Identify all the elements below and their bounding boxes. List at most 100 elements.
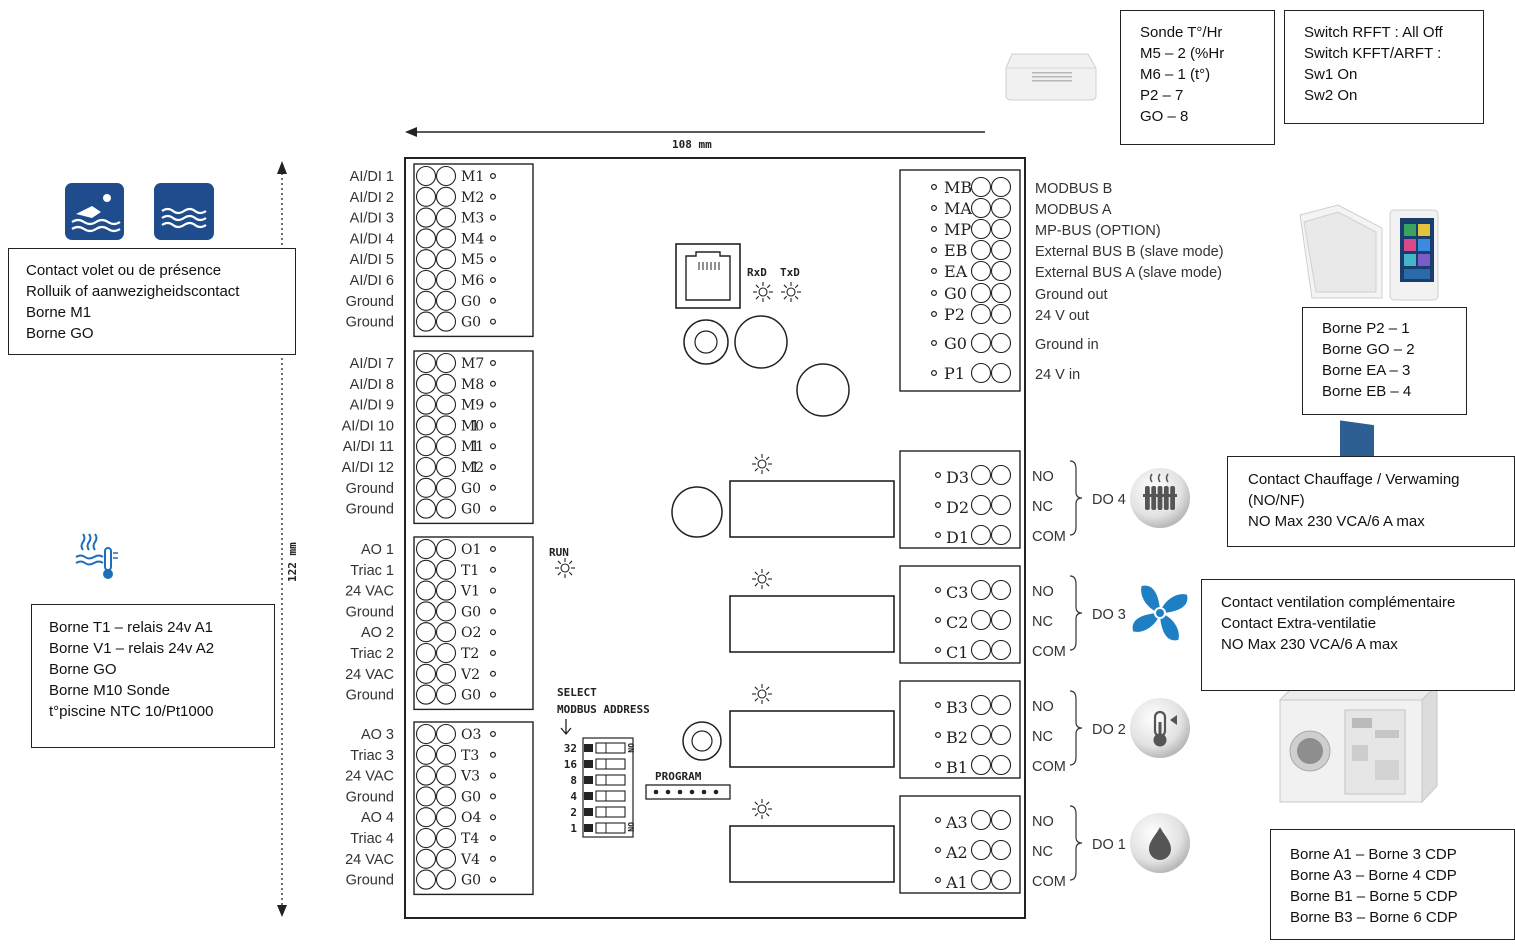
relay-brace (1069, 460, 1083, 536)
note-line: Borne A3 – Borne 4 CDP (1290, 867, 1457, 884)
io-label: AI/DI 11 (343, 439, 394, 455)
note-line: M5 – 2 (%Hr (1140, 45, 1225, 62)
dip-value: 1 (570, 822, 577, 835)
note-line: Rolluik of aanwezigheidscontact (26, 283, 240, 300)
dip-toggle[interactable] (595, 790, 626, 802)
terminal-id: M9 (461, 398, 484, 414)
terminal-id: O1 (461, 542, 481, 558)
terminal-id: B1 (946, 758, 968, 777)
dip-toggle[interactable] (595, 806, 626, 818)
terminal-id: M10 (461, 418, 484, 434)
bus-label: Ground out (1035, 287, 1108, 303)
relay-led-icon (752, 569, 772, 589)
note-line: t°piscine NTC 10/Pt1000 (49, 703, 214, 720)
terminal-id: C1 (946, 643, 968, 662)
fan-icon (1132, 585, 1188, 641)
program-knob (682, 721, 722, 761)
contact-label: NC (1032, 844, 1053, 860)
note-line: Borne B3 – Borne 6 CDP (1290, 909, 1458, 926)
note-line: Borne A1 – Borne 3 CDP (1290, 846, 1457, 863)
arrow-down-icon (560, 719, 572, 736)
dip-toggle[interactable] (595, 822, 626, 834)
dip-value: 16 (564, 758, 578, 771)
bus-label: Ground in (1035, 337, 1099, 353)
capacitor-round (796, 363, 850, 417)
radiator-icon (1130, 468, 1190, 528)
note-line: M6 – 1 (t°) (1140, 66, 1211, 83)
io-label: AO 1 (361, 542, 394, 558)
terminal-id: D2 (946, 498, 969, 517)
io-label: 24 VAC (345, 667, 394, 683)
bus-label: MODBUS A (1035, 202, 1112, 218)
terminal-id: B3 (946, 698, 968, 717)
capacitor-large (734, 315, 788, 369)
txd-label: TxD (780, 266, 800, 279)
relay-led-icon (752, 454, 772, 474)
contact-label: COM (1032, 874, 1066, 890)
run-label: RUN (549, 546, 569, 559)
terminal-id: M5 (461, 252, 484, 268)
note-line: Contact ventilation complémentaire (1221, 594, 1456, 611)
io-label: AO 3 (361, 727, 394, 743)
io-label: Ground (346, 481, 394, 497)
bus-label: MP-BUS (OPTION) (1035, 223, 1161, 239)
io-label: Ground (346, 688, 394, 704)
bus-label: 24 V in (1035, 367, 1080, 383)
contact-label: NO (1032, 584, 1054, 600)
modbus-address-label: MODBUS ADDRESS (557, 703, 650, 716)
relay-led-icon (752, 799, 772, 819)
io-label: AO 2 (361, 625, 394, 641)
dip-on-label: ON (626, 743, 635, 753)
terminal-id: G0 (461, 481, 481, 497)
contact-label: NC (1032, 499, 1053, 515)
relay-coil (729, 480, 895, 538)
txd-led-icon (781, 282, 801, 302)
terminal-id: A3 (945, 813, 968, 832)
note-line: Sw2 On (1304, 87, 1358, 104)
note-line: Switch KFFT/ARFT : (1304, 45, 1442, 62)
terminal-id: M4 (461, 231, 484, 247)
pool-water-icon (154, 183, 214, 240)
terminal-id: G0 (461, 688, 481, 704)
relay-name: DO 1 (1092, 837, 1126, 853)
terminal-id: MA (944, 199, 972, 218)
sensor-device-icon (1005, 53, 1097, 101)
note-line: Sonde T°/Hr (1140, 24, 1223, 41)
terminal-id: G0 (461, 502, 481, 518)
terminal-id: EA (944, 262, 968, 281)
relay-name: DO 4 (1092, 492, 1126, 508)
io-label: AO 4 (361, 810, 394, 826)
relay-brace (1069, 690, 1083, 766)
note-line: Contact Extra-ventilatie (1221, 615, 1377, 632)
dip-toggle[interactable] (595, 774, 626, 786)
note-line: Switch RFFT : All Off (1304, 24, 1443, 41)
io-label: AI/DI 9 (350, 398, 394, 414)
note-line: Contact Chauffage / Verwaming (1248, 471, 1460, 488)
io-label: Triac 2 (350, 646, 394, 662)
terminal-id: M6 (461, 273, 484, 289)
dip-toggle[interactable] (595, 742, 626, 754)
terminal-id: M8 (461, 377, 484, 393)
dip-toggle[interactable] (595, 758, 626, 770)
io-label: Triac 1 (350, 563, 394, 579)
terminal-id: V2 (460, 667, 480, 683)
terminal-id: B2 (946, 728, 968, 747)
terminal-id: P2 (944, 305, 965, 324)
io-label: AI/DI 10 (342, 418, 394, 434)
program-label: PROGRAM (655, 770, 702, 783)
io-label: AI/DI 7 (350, 356, 394, 372)
note-line: Contact volet ou de présence (26, 262, 222, 279)
capacitor-mid (671, 486, 723, 538)
note-line: Borne B1 – Borne 5 CDP (1290, 888, 1458, 905)
